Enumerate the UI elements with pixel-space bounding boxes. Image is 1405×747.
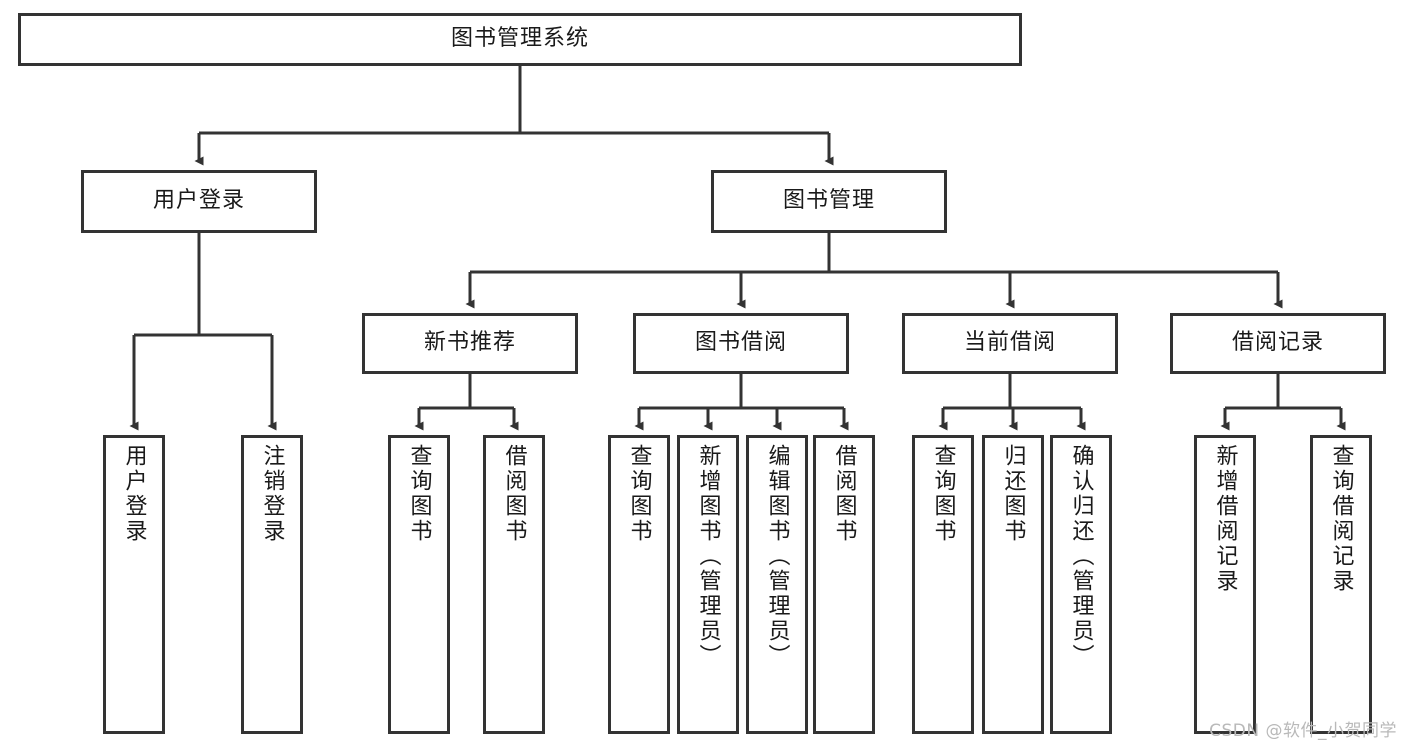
leaf-logout-login[interactable]: 注销登录 — [241, 435, 303, 734]
leaf-logout-login-label: 注销登录 — [259, 444, 285, 544]
leaf-query-book-recommend-label: 查询图书 — [406, 444, 432, 544]
node-current-borrow-label: 当前借阅 — [963, 330, 1056, 356]
node-new-book-recommend-label: 新书推荐 — [423, 330, 516, 356]
leaf-return-book-label: 归还图书 — [1000, 444, 1026, 544]
leaf-query-book-current-label: 查询图书 — [930, 444, 956, 544]
leaf-add-borrow-record[interactable]: 新增借阅记录 — [1194, 435, 1256, 734]
leaf-query-book-current[interactable]: 查询图书 — [912, 435, 974, 734]
node-borrow-record[interactable]: 借阅记录 — [1170, 313, 1386, 374]
leaf-return-book[interactable]: 归还图书 — [982, 435, 1044, 734]
node-root[interactable]: 图书管理系统 — [18, 13, 1022, 66]
leaf-query-borrow-record-label: 查询借阅记录 — [1328, 444, 1354, 594]
node-new-book-recommend[interactable]: 新书推荐 — [362, 313, 578, 374]
watermark-text: CSDN @软件_小贺同学 — [1209, 721, 1397, 741]
node-user-login-label: 用户登录 — [152, 188, 245, 214]
leaf-user-login[interactable]: 用户登录 — [103, 435, 165, 734]
node-book-management-label: 图书管理 — [782, 188, 875, 214]
node-book-management[interactable]: 图书管理 — [711, 170, 947, 233]
leaf-add-borrow-record-label: 新增借阅记录 — [1212, 444, 1238, 594]
leaf-add-book-admin[interactable]: 新增图书（管理员） — [677, 435, 739, 734]
leaf-query-book-recommend[interactable]: 查询图书 — [388, 435, 450, 734]
node-book-borrow[interactable]: 图书借阅 — [633, 313, 849, 374]
leaf-edit-book-admin[interactable]: 编辑图书（管理员） — [746, 435, 808, 734]
leaf-confirm-return-admin-label: 确认归还（管理员） — [1068, 444, 1094, 669]
leaf-query-book-borrow[interactable]: 查询图书 — [608, 435, 670, 734]
node-borrow-record-label: 借阅记录 — [1231, 330, 1324, 356]
leaf-borrow-book-recommend-label: 借阅图书 — [501, 444, 527, 544]
leaf-user-login-label: 用户登录 — [121, 444, 147, 544]
leaf-edit-book-admin-label: 编辑图书（管理员） — [764, 444, 790, 669]
leaf-borrow-book-borrow-label: 借阅图书 — [831, 444, 857, 544]
leaf-borrow-book-borrow[interactable]: 借阅图书 — [813, 435, 875, 734]
node-current-borrow[interactable]: 当前借阅 — [902, 313, 1118, 374]
leaf-query-borrow-record[interactable]: 查询借阅记录 — [1310, 435, 1372, 734]
node-user-login[interactable]: 用户登录 — [81, 170, 317, 233]
node-root-label: 图书管理系统 — [450, 26, 589, 52]
node-book-borrow-label: 图书借阅 — [694, 330, 787, 356]
leaf-query-book-borrow-label: 查询图书 — [626, 444, 652, 544]
leaf-confirm-return-admin[interactable]: 确认归还（管理员） — [1050, 435, 1112, 734]
leaf-borrow-book-recommend[interactable]: 借阅图书 — [483, 435, 545, 734]
leaf-add-book-admin-label: 新增图书（管理员） — [695, 444, 721, 669]
